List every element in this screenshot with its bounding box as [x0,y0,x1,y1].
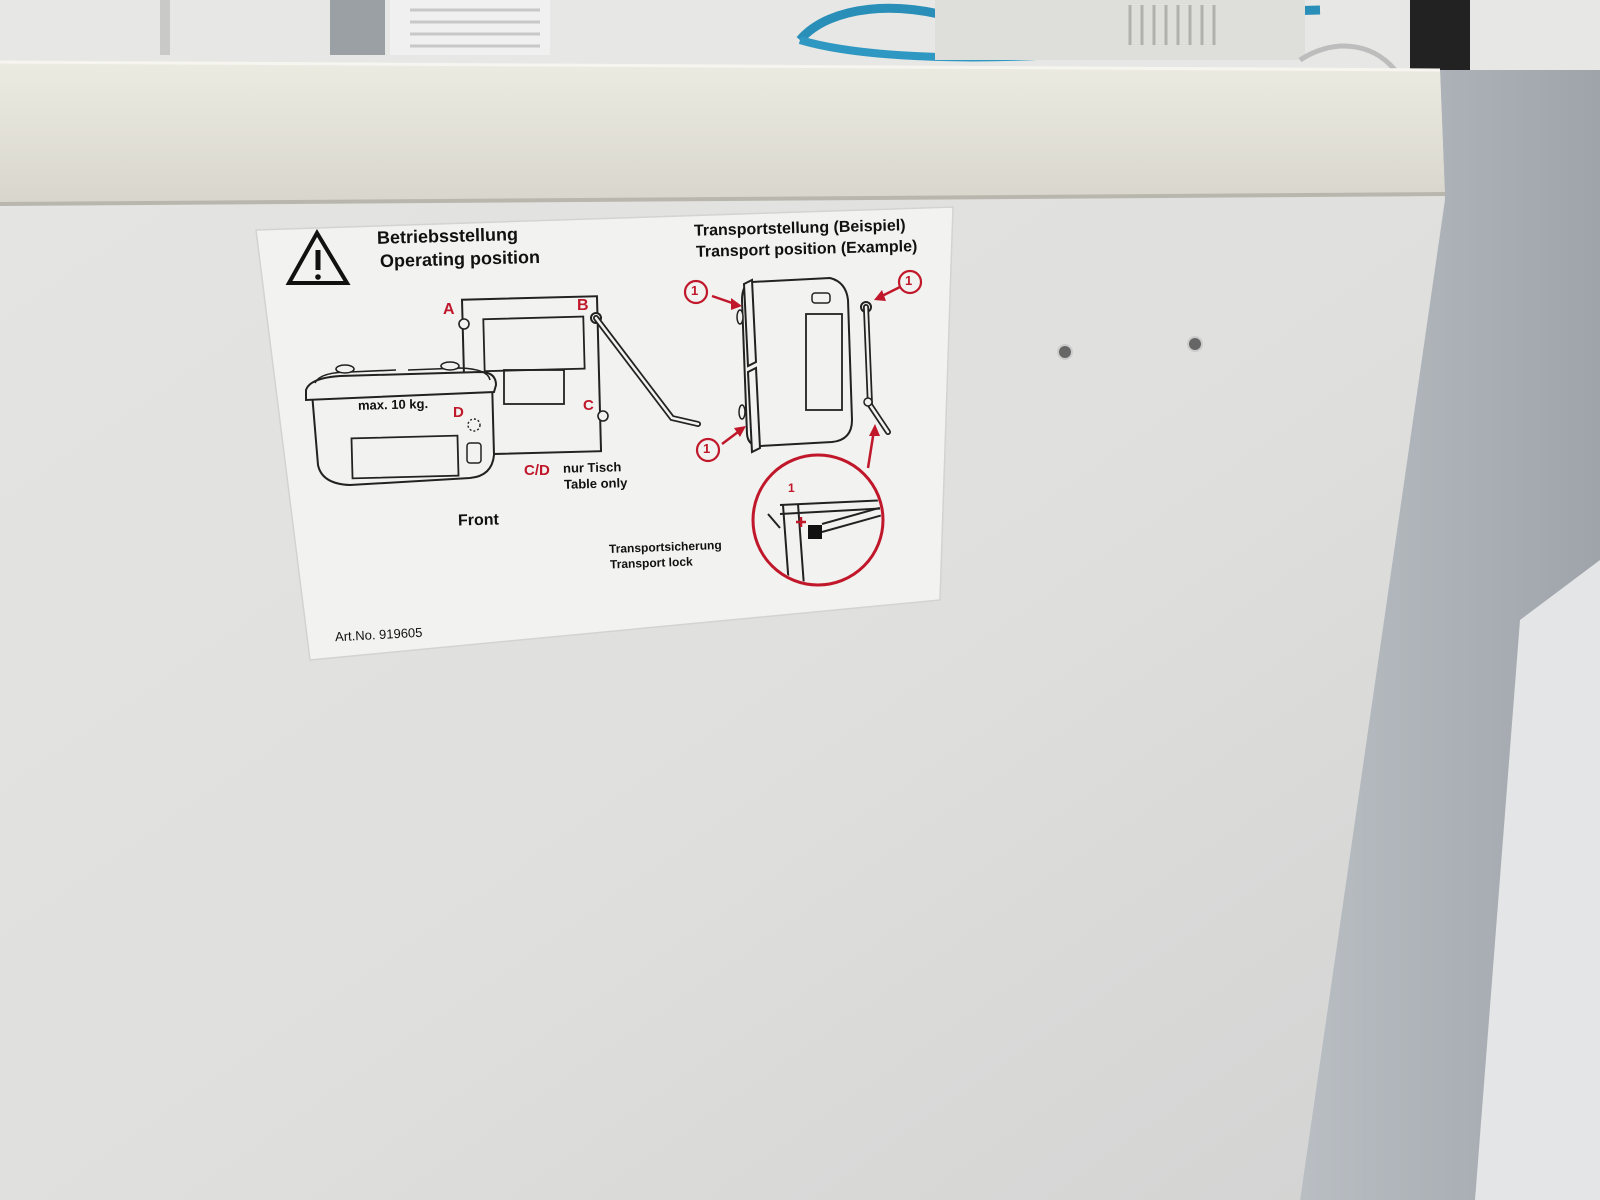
screw-hole-left [1057,344,1073,360]
device-on-top [935,0,1305,60]
table-only-en: Table only [563,475,628,492]
screw-hole-right [1187,336,1203,352]
operating-title-de: Betriebsstellung [376,224,519,248]
point-a-label: A [443,301,455,318]
operating-title-en: Operating position [379,246,541,272]
countertop-edge [0,62,1445,205]
lock-block [808,525,822,539]
callout-number-4: 1 [788,481,795,495]
callout-number-2: 1 [905,273,913,288]
point-c-label: C [583,397,594,414]
table-only-de: nur Tisch [562,459,622,476]
operating-unit-lying [310,378,496,487]
callout-circle-2 [897,269,923,295]
dark-post [1410,0,1470,70]
callout-circle-1 [683,279,709,305]
callout-number-1: 1 [691,283,699,298]
warning-triangle-icon [285,229,351,285]
callout-number-3: 1 [703,441,711,456]
point-d-label: D [453,404,464,421]
callout-circle-3 [695,437,721,463]
max-weight-label: max. 10 kg. [357,396,429,413]
transport-unit [740,276,854,448]
red-arrows [711,285,901,469]
front-label: Front [457,511,500,530]
transport-lock-en: Transport lock [609,554,693,572]
point-b-label: B [577,297,589,314]
cd-label: C/D [524,462,550,479]
